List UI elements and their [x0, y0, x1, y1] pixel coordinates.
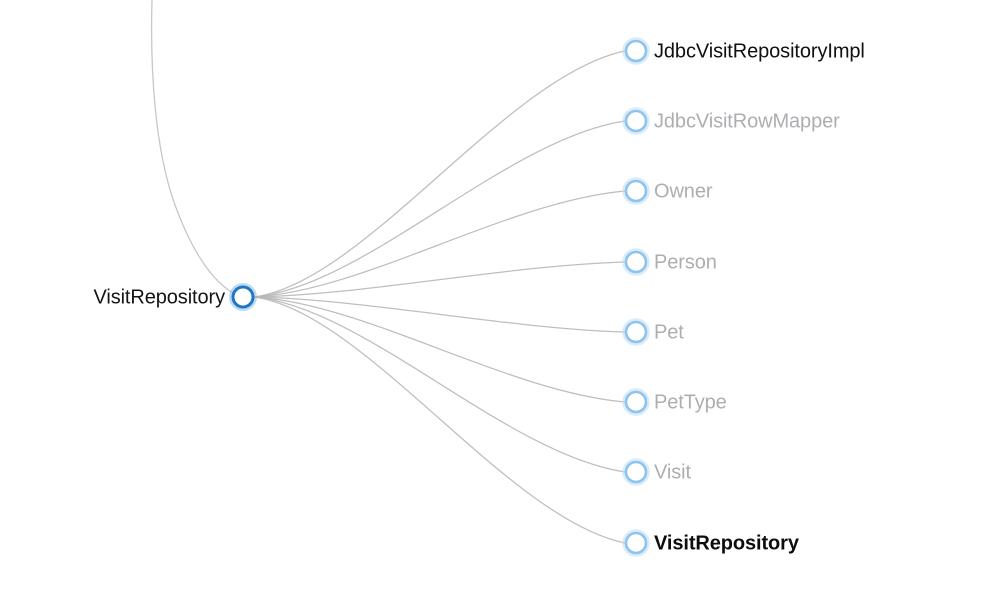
node-label-VisitRepository[interactable]: VisitRepository [654, 532, 800, 554]
node-hit-area[interactable] [622, 244, 882, 280]
node-label-Person[interactable]: Person [654, 251, 717, 273]
edge-VisitRepository-to-JdbcVisitRepositoryImpl [253, 50, 626, 298]
graph-node-Visit[interactable]: Visit [622, 454, 882, 490]
edges-layer [150, 0, 626, 544]
node-hit-area[interactable] [622, 454, 882, 490]
graph-node-Pet[interactable]: Pet [622, 314, 882, 350]
edge-VisitRepository-to-Pet [253, 296, 626, 333]
edge-VisitRepository-to-VisitRepository [253, 296, 626, 544]
node-ring-icon[interactable] [624, 250, 648, 274]
node-hit-area[interactable] [622, 173, 882, 209]
nodes-layer: JdbcVisitRepositoryImplJdbcVisitRowMappe… [53, 33, 882, 561]
node-hit-area[interactable] [53, 279, 273, 315]
node-ring-icon[interactable] [624, 320, 648, 344]
graph-node-PetType[interactable]: PetType [622, 384, 882, 420]
node-label-Owner[interactable]: Owner [654, 180, 713, 202]
edge-VisitRepository-to-Visit [253, 296, 626, 473]
node-label-JdbcVisitRepositoryImpl[interactable]: JdbcVisitRepositoryImpl [654, 40, 865, 62]
node-ring-icon[interactable] [624, 39, 648, 63]
edge-VisitRepository-to-Owner [253, 190, 626, 298]
graph-node-JdbcVisitRepositoryImpl[interactable]: JdbcVisitRepositoryImpl [622, 33, 882, 69]
node-ring-icon[interactable] [624, 390, 648, 414]
node-hit-area[interactable] [622, 525, 882, 561]
graph-node-JdbcVisitRowMapper[interactable]: JdbcVisitRowMapper [622, 103, 882, 139]
node-ring-icon[interactable] [624, 460, 648, 484]
node-ring-icon[interactable] [624, 109, 648, 133]
node-label-PetType[interactable]: PetType [654, 391, 727, 413]
edge-VisitRepository-to-Person [253, 261, 626, 298]
graph-node-Person[interactable]: Person [622, 244, 882, 280]
graph-node-VisitRepository[interactable]: VisitRepository [53, 279, 273, 315]
node-label-JdbcVisitRowMapper[interactable]: JdbcVisitRowMapper [654, 110, 840, 132]
node-hit-area[interactable] [622, 33, 882, 69]
node-hit-area[interactable] [622, 384, 882, 420]
node-hit-area[interactable] [622, 103, 882, 139]
edge-VisitRepository-to-PetType [253, 296, 626, 403]
node-ring-icon[interactable] [624, 531, 648, 555]
node-label-Visit[interactable]: Visit [654, 461, 692, 483]
node-label-Pet[interactable]: Pet [654, 321, 684, 343]
node-ring-icon[interactable] [231, 285, 255, 309]
edge-VisitRepository-to-JdbcVisitRowMapper [253, 120, 626, 298]
graph-node-VisitRepository[interactable]: VisitRepository [622, 525, 882, 561]
graph-node-Owner[interactable]: Owner [622, 173, 882, 209]
node-label-VisitRepository[interactable]: VisitRepository [93, 286, 225, 308]
node-ring-icon[interactable] [624, 179, 648, 203]
node-hit-area[interactable] [622, 314, 882, 350]
incoming-edge [150, 0, 234, 294]
